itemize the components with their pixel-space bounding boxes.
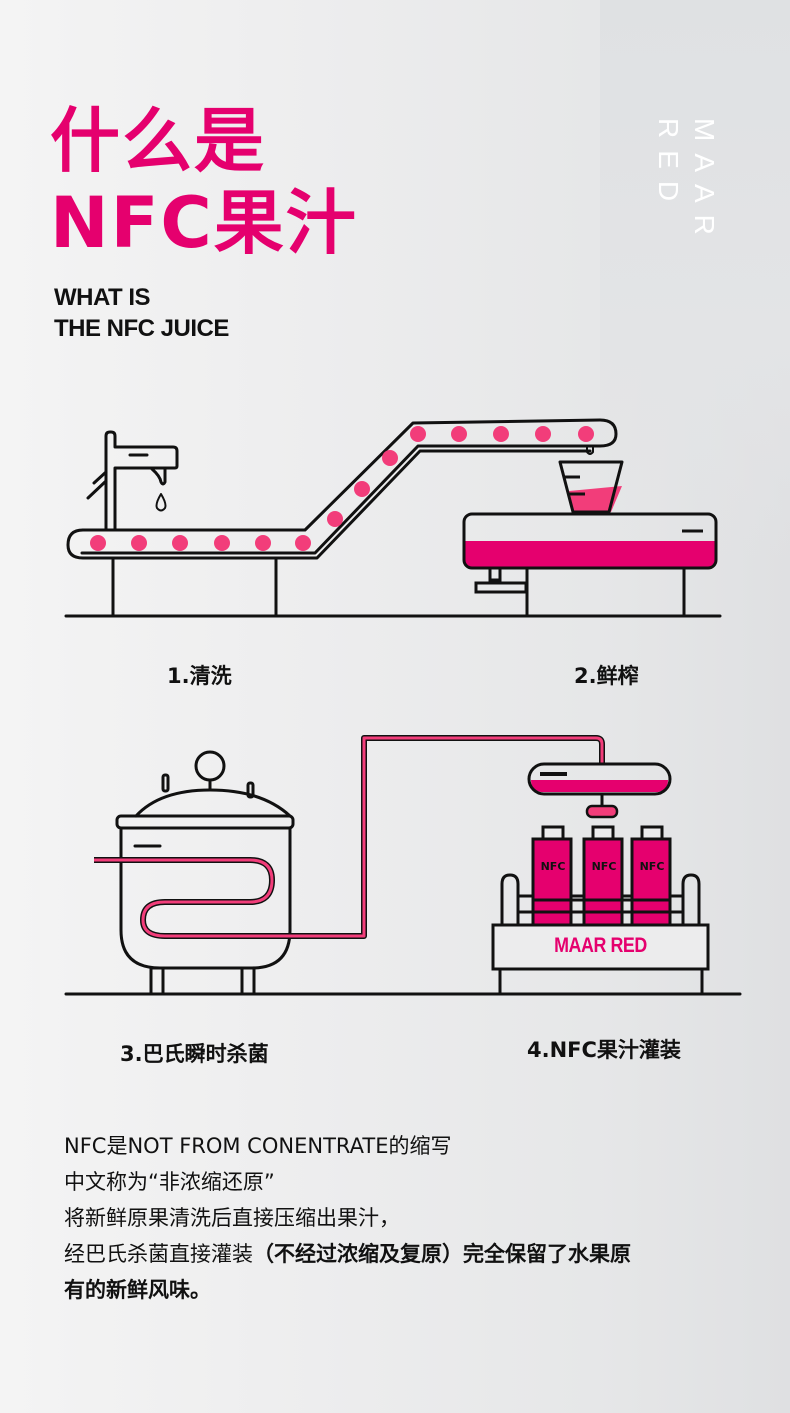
bottle-label: NFC — [591, 860, 617, 873]
fruit-dot — [535, 426, 551, 442]
fruit-dot — [131, 535, 147, 551]
bottle-filling-icon — [491, 762, 710, 994]
fruit-dot — [578, 426, 594, 442]
fruit-dot — [90, 535, 106, 551]
fruit-dot — [214, 535, 230, 551]
fruit-dot — [327, 511, 343, 527]
fruit-dots — [90, 426, 594, 551]
faucet-icon — [104, 430, 179, 532]
description: NFC是NOT FROM CONENTRATE的缩写 中文称为“非浓缩还原” 将… — [64, 1128, 744, 1308]
page-title: 什么是 NFC果汁 — [50, 100, 358, 264]
fruit-dot — [295, 535, 311, 551]
step-label-washing: 1.清洗 — [167, 664, 232, 688]
washing-faucet-conveyor-icon — [64, 418, 722, 618]
description-emphasis: （不经过浓缩及复原）完全保留了水果原 — [253, 1242, 631, 1266]
step-label-filling: 4.NFC果汁灌装 — [527, 1038, 681, 1062]
step-label-pasteurization: 3.巴氏瞬时杀菌 — [120, 1042, 269, 1066]
description-line: 将新鲜原果清洗后直接压缩出果汁， — [64, 1206, 400, 1230]
juicer-machine-icon — [462, 460, 718, 616]
brand-word-maar: MAAR — [689, 118, 720, 247]
description-line: NFC是NOT FROM CONENTRATE的缩写 — [64, 1134, 452, 1158]
pressure-gauge-icon — [194, 750, 226, 782]
subtitle-line-2: THE NFC JUICE — [54, 315, 229, 342]
bottle-label: NFC — [639, 860, 665, 873]
fruit-dot — [493, 426, 509, 442]
water-drop-icon — [155, 493, 167, 512]
fruit-dot — [451, 426, 467, 442]
description-line: 经巴氏杀菌直接灌装（不经过浓缩及复原）完全保留了水果原 — [64, 1236, 744, 1272]
page-subtitle: WHAT IS THE NFC JUICE — [54, 282, 229, 344]
bottle-label: NFC — [540, 860, 566, 873]
title-line-2: NFC果汁 — [50, 182, 358, 264]
fruit-dot — [410, 426, 426, 442]
juice-pipe — [94, 736, 604, 938]
description-line: 中文称为“非浓缩还原” — [64, 1170, 275, 1194]
subtitle-line-1: WHAT IS — [54, 284, 151, 311]
conveyor-belt — [81, 418, 618, 532]
fruit-dot — [382, 450, 398, 466]
pipe-outline — [94, 735, 605, 939]
fruit-dot — [255, 535, 271, 551]
step-label-juicing: 2.鲜榨 — [574, 664, 639, 688]
fruit-dot — [354, 481, 370, 497]
decorative-band — [600, 0, 790, 560]
description-line: 有的新鲜风味。 — [64, 1278, 211, 1302]
pasteurization-tank-icon — [64, 750, 742, 996]
brand-word-red: RED — [653, 118, 684, 214]
description-text: 经巴氏杀菌直接灌装 — [64, 1242, 253, 1266]
fruit-dot — [172, 535, 188, 551]
title-line-1: 什么是 — [50, 100, 266, 182]
crate-brand-label: MAAR RED — [554, 934, 647, 957]
